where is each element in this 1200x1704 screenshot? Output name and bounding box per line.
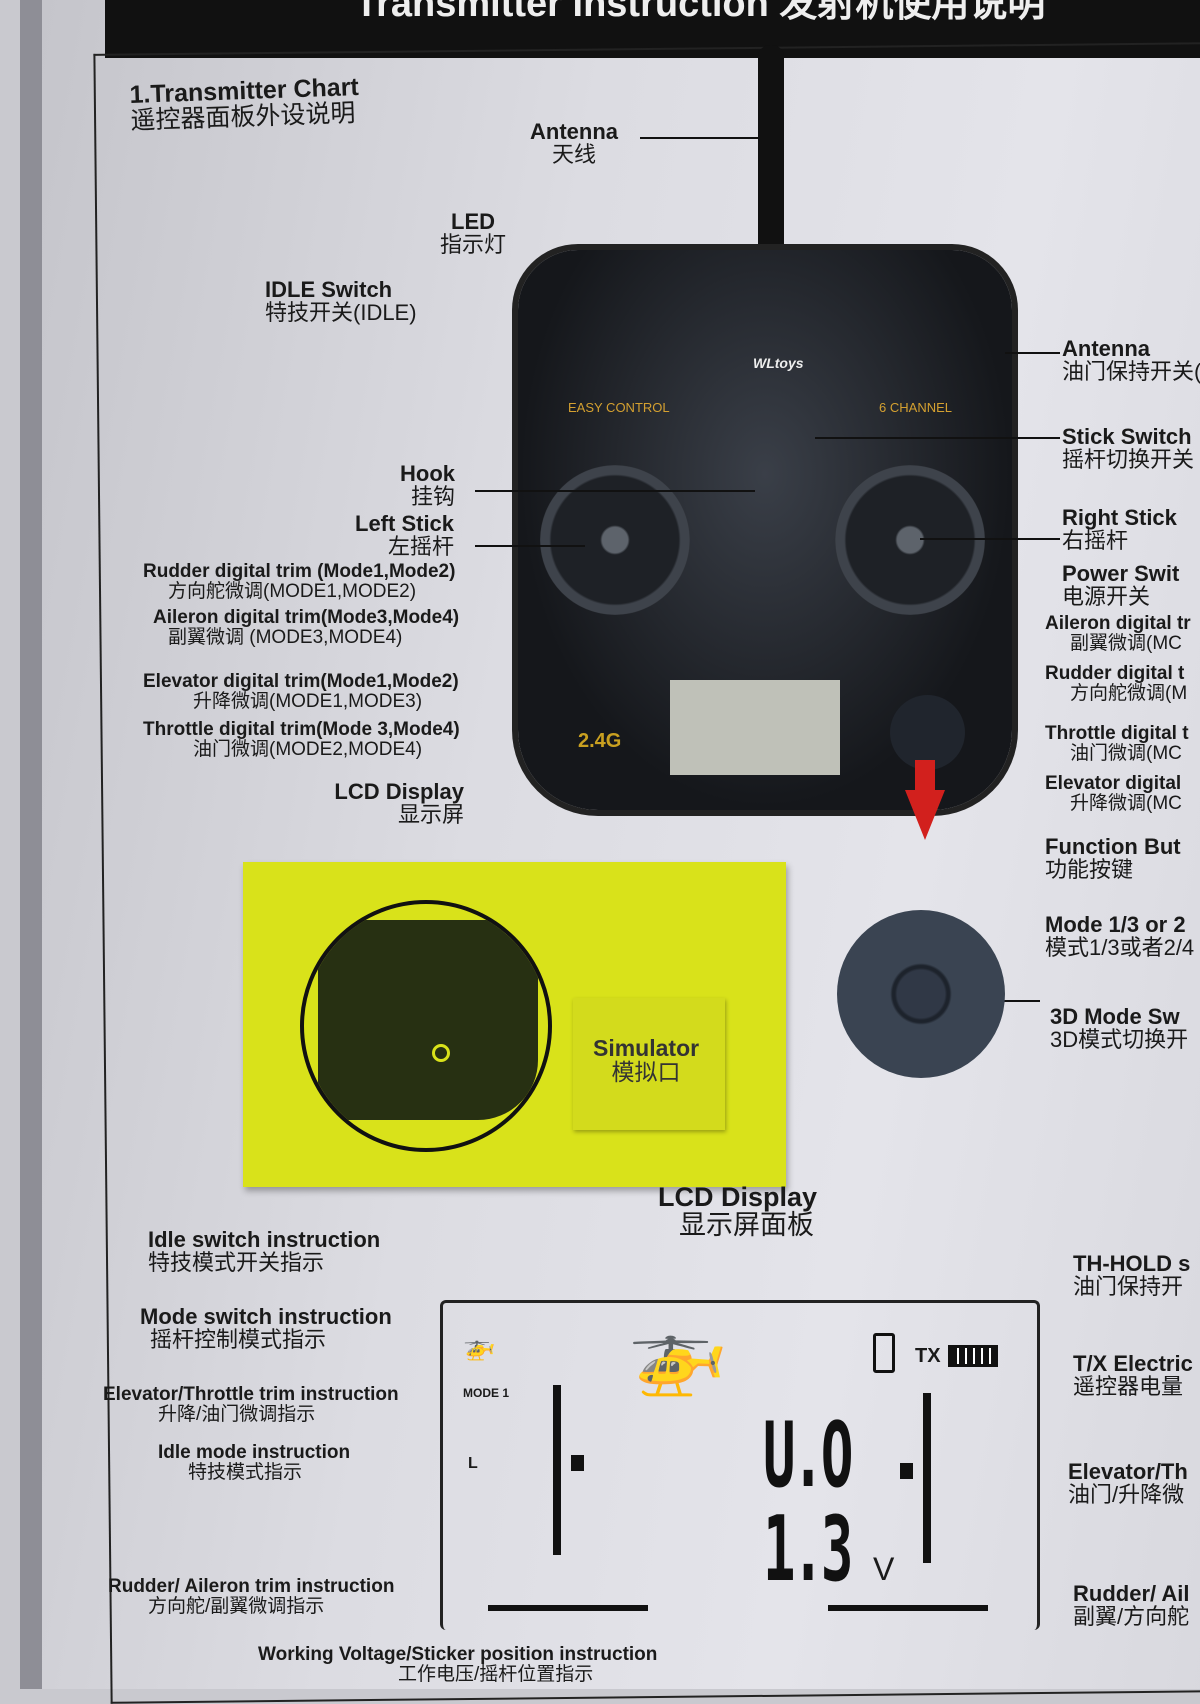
battery-icon: [948, 1345, 998, 1367]
arrow-down-icon: [905, 790, 945, 840]
brand-logo: WLtoys: [753, 355, 804, 371]
helicopter-icon: 🚁: [628, 1308, 728, 1397]
header-title: Transmitter Instruction 发射机使用说明: [355, 0, 1046, 25]
channel-label: 6 CHANNEL: [879, 400, 952, 415]
leader-line: [920, 538, 1060, 540]
right-trim-marker: [900, 1463, 913, 1479]
label-elevator-trim: Elevator digital trim(Mode1,Mode2)升降微调(M…: [143, 671, 459, 712]
function-button[interactable]: [890, 695, 965, 770]
label-working-voltage: Working Voltage/Sticker position instruc…: [258, 1644, 658, 1685]
th-hold-icon: [873, 1333, 895, 1373]
lcd-window: [670, 680, 840, 775]
lcd-digits-bottom: 1.3: [763, 1497, 853, 1602]
left-trim-bar: [553, 1385, 561, 1555]
leader-line: [1005, 352, 1060, 354]
tx-label: TX: [915, 1345, 941, 1367]
leader-line: [990, 1000, 1040, 1002]
label-aileron-trim: Aileron digital trim(Mode3,Mode4)副翼微调 (M…: [153, 607, 460, 648]
mode-dpad[interactable]: [837, 910, 1005, 1078]
left-stick[interactable]: [540, 465, 690, 615]
right-trim-bar: [923, 1393, 931, 1563]
simulator-port-icon: [432, 1044, 450, 1062]
page-edge: [20, 0, 42, 1689]
magnifier-circle: [300, 900, 552, 1152]
lcd-panel-diagram: 🚁 MODE 1 L 🚁 TX U.O 1.3 V: [440, 1300, 1040, 1630]
bottom-right-trim-bar: [828, 1605, 988, 1611]
idle-indicator: L: [468, 1455, 478, 1472]
left-trim-marker: [571, 1455, 584, 1471]
mode-indicator: MODE 1: [463, 1386, 510, 1400]
lcd-band-text: 2.4G: [578, 730, 622, 752]
right-stick[interactable]: [835, 465, 985, 615]
leader-line: [475, 545, 585, 547]
easy-control-label: EASY CONTROL: [568, 400, 670, 415]
lcd-unit: V: [873, 1551, 895, 1587]
bottom-left-trim-bar: [488, 1605, 648, 1611]
leader-line: [815, 437, 1060, 439]
page-header: Transmitter Instruction 发射机使用说明: [105, 0, 1200, 58]
leader-line: [475, 490, 755, 492]
lcd-digits-top: U.O: [763, 1403, 853, 1508]
leader-line: [640, 137, 760, 139]
label-throttle-trim: Throttle digital trim(Mode 3,Mode4)油门微调(…: [143, 719, 460, 760]
label-rudder-trim: Rudder digital trim (Mode1,Mode2)方向舵微调(M…: [143, 561, 456, 602]
helicopter-small-icon: 🚁: [463, 1331, 496, 1361]
arrow-icon: [915, 760, 935, 790]
